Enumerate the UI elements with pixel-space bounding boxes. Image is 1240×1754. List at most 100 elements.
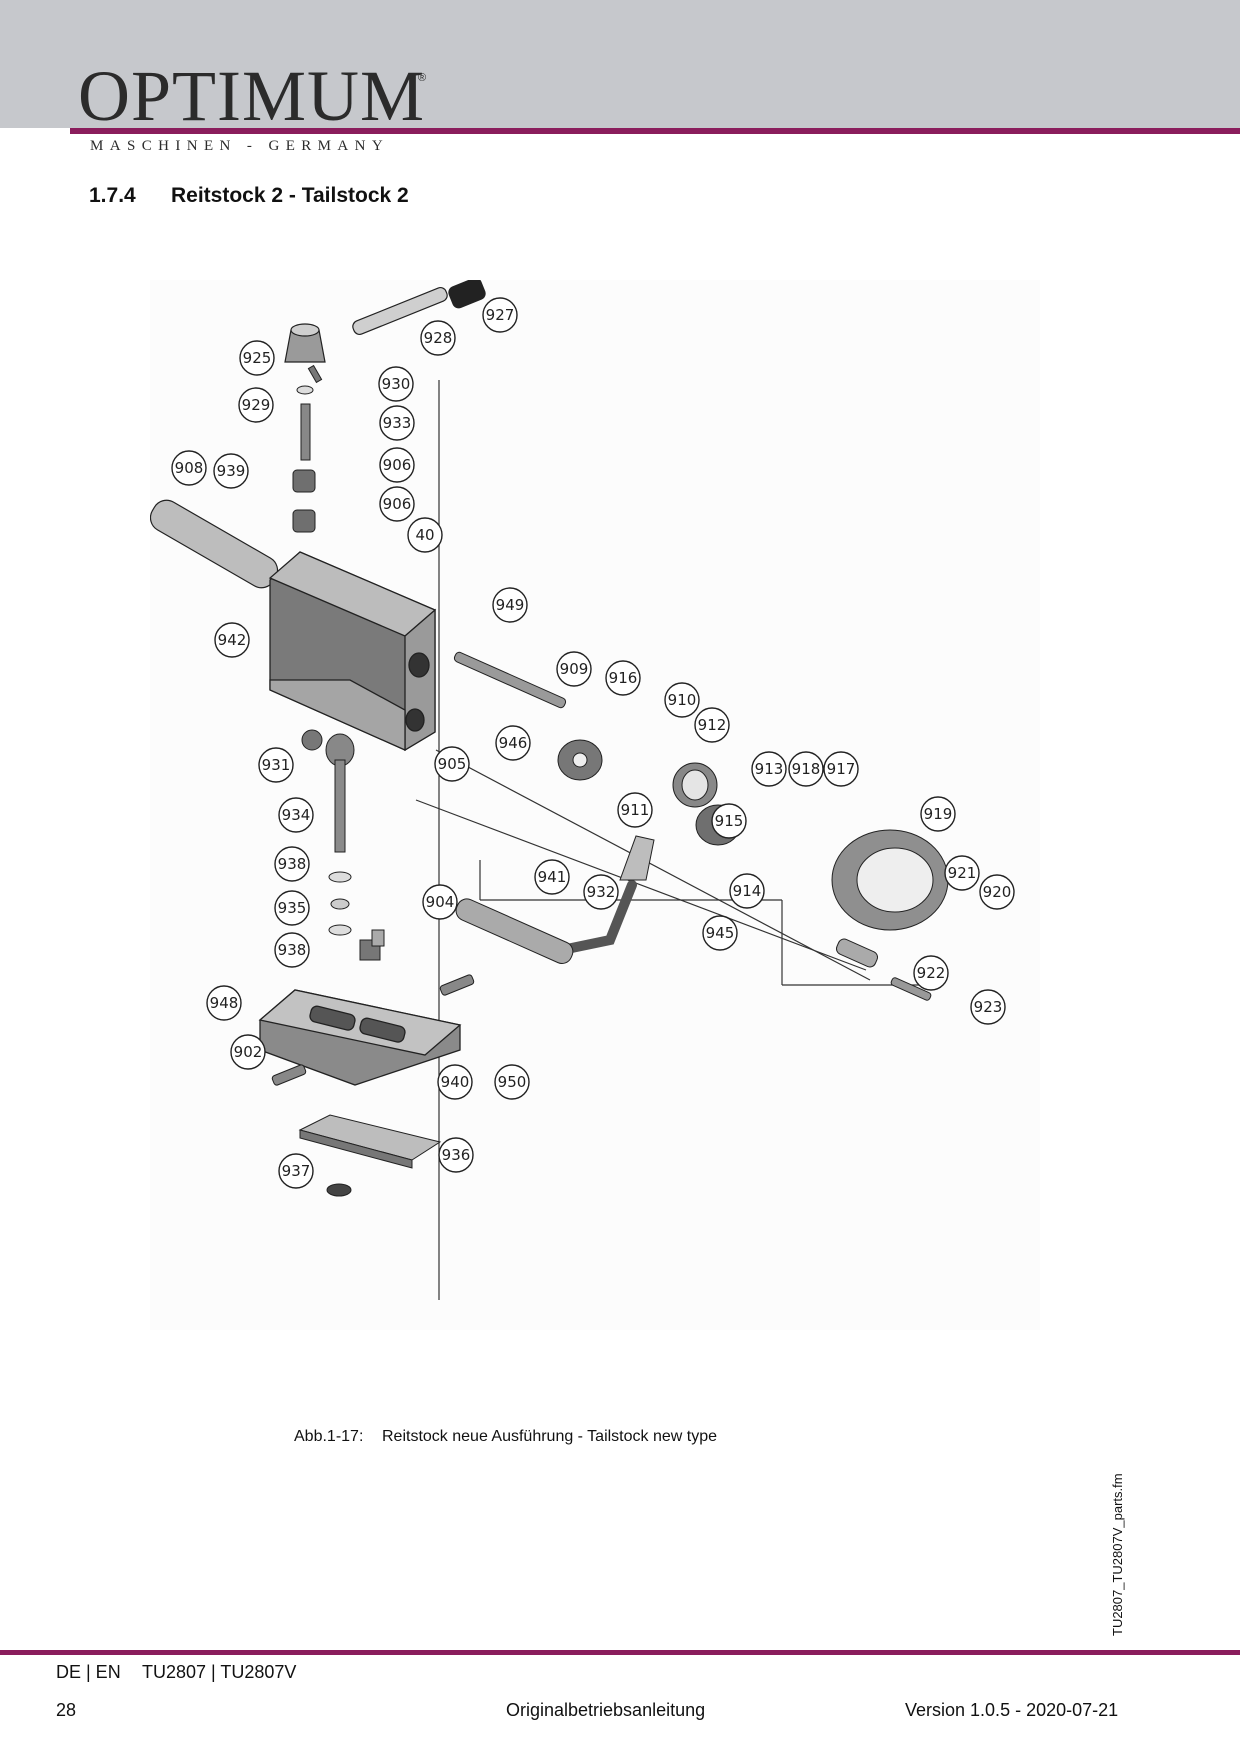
svg-text:911: 911 — [621, 801, 650, 819]
part-callout-927: 927 — [482, 297, 518, 333]
page-number: 28 — [56, 1700, 77, 1720]
exploded-parts-drawing: 927 928 925 930 929 933 908 939 906 906 40 949 942 90… — [150, 280, 1040, 1330]
part-callout-921: 921 — [944, 855, 980, 891]
svg-text:908: 908 — [175, 459, 204, 477]
svg-text:933: 933 — [383, 414, 412, 432]
svg-text:940: 940 — [441, 1073, 470, 1091]
svg-text:946: 946 — [499, 734, 528, 752]
ball-handle — [352, 280, 486, 336]
part-callout-918: 918 — [788, 751, 824, 787]
file-name-label: TU2807_TU2807V_parts.fm — [1110, 1473, 1125, 1636]
svg-text:941: 941 — [538, 868, 567, 886]
part-callout-946: 946 — [495, 725, 531, 761]
part-callout-936: 936 — [438, 1137, 474, 1173]
svg-text:912: 912 — [698, 716, 727, 734]
part-callout-905: 905 — [434, 746, 470, 782]
svg-text:939: 939 — [217, 462, 246, 480]
part-callout-934: 934 — [278, 797, 314, 833]
svg-text:916: 916 — [609, 669, 638, 687]
svg-text:929: 929 — [242, 396, 271, 414]
part-callout-932: 932 — [583, 874, 619, 910]
registered-mark: ® — [418, 72, 427, 84]
callouts: 927 928 925 930 929 933 908 939 906 906 40 949 942 90… — [171, 297, 1015, 1189]
svg-text:935: 935 — [278, 899, 307, 917]
knob-925 — [284, 323, 326, 363]
part-callout-939: 939 — [213, 453, 249, 489]
svg-text:918: 918 — [792, 760, 821, 778]
part-callout-948: 948 — [206, 985, 242, 1021]
svg-text:928: 928 — [424, 329, 453, 347]
part-callout-945: 945 — [702, 915, 738, 951]
part-callout-937: 937 — [278, 1153, 314, 1189]
figure-caption: Abb.1-17: Reitstock neue Ausführung - Tai… — [294, 1428, 717, 1446]
figure-caption-text: Reitstock neue Ausführung - Tailstock ne… — [382, 1428, 717, 1445]
svg-text:914: 914 — [733, 882, 762, 900]
svg-text:945: 945 — [706, 924, 735, 942]
svg-text:906: 906 — [383, 495, 412, 513]
svg-text:904: 904 — [426, 893, 455, 911]
part-callout-911: 911 — [617, 792, 653, 828]
section-heading: 1.7.4 Reitstock 2 - Tailstock 2 — [89, 184, 409, 208]
part-callout-938: 938 — [274, 932, 310, 968]
svg-text:949: 949 — [496, 596, 525, 614]
part-callout-923: 923 — [970, 989, 1006, 1025]
svg-text:932: 932 — [587, 883, 616, 901]
part-callout-941: 941 — [534, 859, 570, 895]
svg-text:915: 915 — [715, 812, 744, 830]
part-callout-928: 928 — [420, 320, 456, 356]
svg-text:948: 948 — [210, 994, 239, 1012]
leader-lines — [415, 380, 930, 1300]
part-callout-915: 915 — [711, 803, 747, 839]
svg-text:942: 942 — [218, 631, 247, 649]
part-callout-40: 40 — [407, 517, 443, 553]
svg-text:913: 913 — [755, 760, 784, 778]
lever-908 — [150, 499, 279, 589]
svg-text:902: 902 — [234, 1043, 263, 1061]
part-callout-942: 942 — [214, 622, 250, 658]
svg-text:950: 950 — [498, 1073, 527, 1091]
svg-text:921: 921 — [948, 864, 977, 882]
figure-label: Abb.1-17: — [294, 1428, 364, 1445]
footer-model: TU2807 | TU2807V — [142, 1662, 297, 1682]
part-callout-931: 931 — [258, 747, 294, 783]
document-type: Originalbetriebsanleitung — [506, 1700, 706, 1720]
part-callout-912: 912 — [694, 707, 730, 743]
svg-text:906: 906 — [383, 456, 412, 474]
svg-text:937: 937 — [282, 1162, 311, 1180]
part-callout-906: 906 — [379, 486, 415, 522]
part-callout-949: 949 — [492, 587, 528, 623]
svg-text:931: 931 — [262, 756, 291, 774]
svg-text:927: 927 — [486, 306, 515, 324]
svg-text:936: 936 — [442, 1146, 471, 1164]
section-number: 1.7.4 — [89, 184, 136, 207]
part-callout-935: 935 — [274, 890, 310, 926]
part-callout-910: 910 — [664, 682, 700, 718]
svg-text:938: 938 — [278, 941, 307, 959]
svg-text:905: 905 — [438, 755, 467, 773]
footer-languages: DE | EN — [56, 1662, 121, 1682]
part-callout-916: 916 — [605, 660, 641, 696]
part-callout-925: 925 — [239, 340, 275, 376]
parts-drawing-svg: 927 928 925 930 929 933 908 939 906 906 40 949 942 90… — [150, 280, 1015, 1300]
part-callout-920: 920 — [979, 874, 1015, 910]
part-callout-919: 919 — [920, 796, 956, 832]
svg-text:920: 920 — [983, 883, 1012, 901]
part-callout-940: 940 — [437, 1064, 473, 1100]
brand-logo: OPTIMUM — [78, 56, 426, 136]
footer-rule — [0, 1650, 1240, 1655]
part-callout-908: 908 — [171, 450, 207, 486]
part-callout-929: 929 — [238, 387, 274, 423]
part-callout-917: 917 — [823, 751, 859, 787]
part-callout-933: 933 — [379, 405, 415, 441]
tailstock-body — [268, 551, 437, 752]
svg-text:909: 909 — [560, 660, 589, 678]
part-callout-913: 913 — [751, 751, 787, 787]
part-callout-914: 914 — [729, 873, 765, 909]
part-callout-922: 922 — [913, 955, 949, 991]
header-rule — [70, 128, 1240, 134]
part-callout-938: 938 — [274, 846, 310, 882]
svg-text:917: 917 — [827, 760, 856, 778]
part-callout-930: 930 — [378, 366, 414, 402]
section-title: Reitstock 2 - Tailstock 2 — [171, 184, 409, 207]
document-version: Version 1.0.5 - 2020-07-21 — [905, 1700, 1119, 1720]
